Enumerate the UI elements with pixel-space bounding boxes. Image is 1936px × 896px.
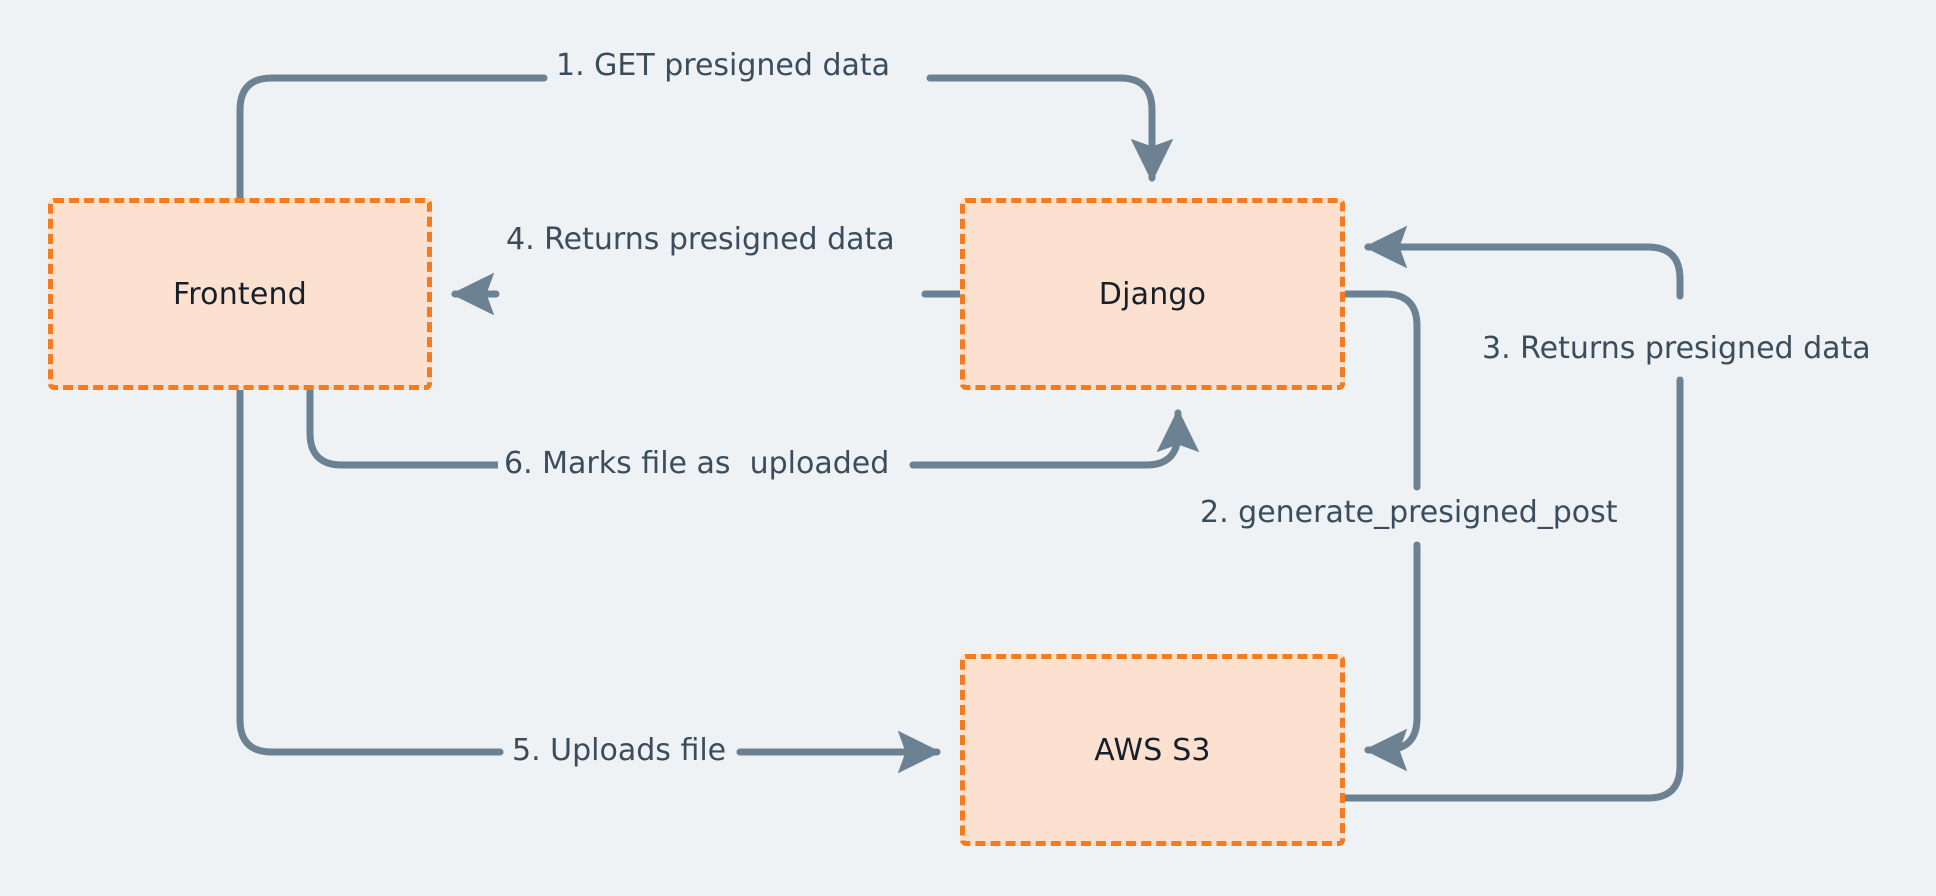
node-frontend[interactable]: Frontend [48,198,432,390]
edge-label-3: 3. Returns presigned data [1476,333,1877,365]
edge-label-6: 6. Marks file as uploaded [498,448,896,480]
edge-label-2: 2. generate_presigned_post [1194,497,1624,529]
edge-6-path [306,390,1178,469]
node-aws-s3[interactable]: AWS S3 [960,654,1345,846]
node-frontend-label: Frontend [173,276,307,312]
node-django[interactable]: Django [960,198,1345,390]
edge-2-path [1345,290,1421,750]
edge-label-5: 5. Uploads file [506,735,733,767]
edge-label-1: 1. GET presigned data [550,50,897,82]
edge-3-path [1345,247,1684,802]
edge-5-path [236,386,937,752]
edge-1-path [236,74,1152,198]
node-aws-s3-label: AWS S3 [1094,732,1211,768]
node-django-label: Django [1098,276,1207,312]
edge-label-4: 4. Returns presigned data [500,224,901,256]
